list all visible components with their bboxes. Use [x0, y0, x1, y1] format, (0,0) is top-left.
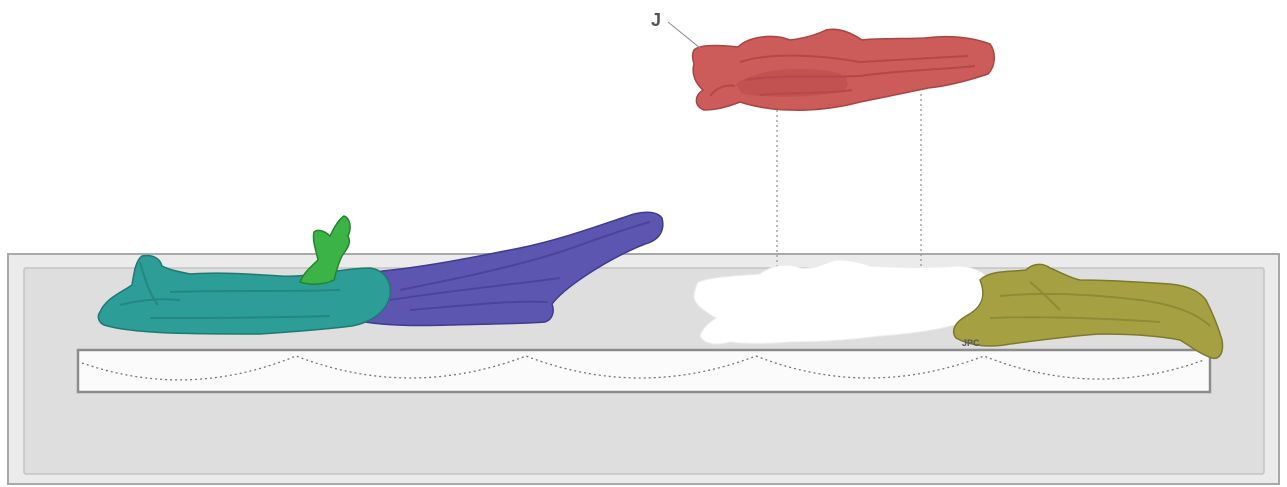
projection-guide-lines — [777, 94, 921, 268]
label-j: J — [651, 10, 661, 30]
scale-strip — [78, 350, 1210, 392]
red-bone-body — [693, 29, 995, 110]
strip-rect — [78, 350, 1210, 392]
label-jpc: JPC — [962, 338, 980, 348]
label-j-leader — [668, 22, 700, 48]
red-bone-specimen — [693, 29, 995, 110]
label-j-group: J — [651, 10, 700, 48]
